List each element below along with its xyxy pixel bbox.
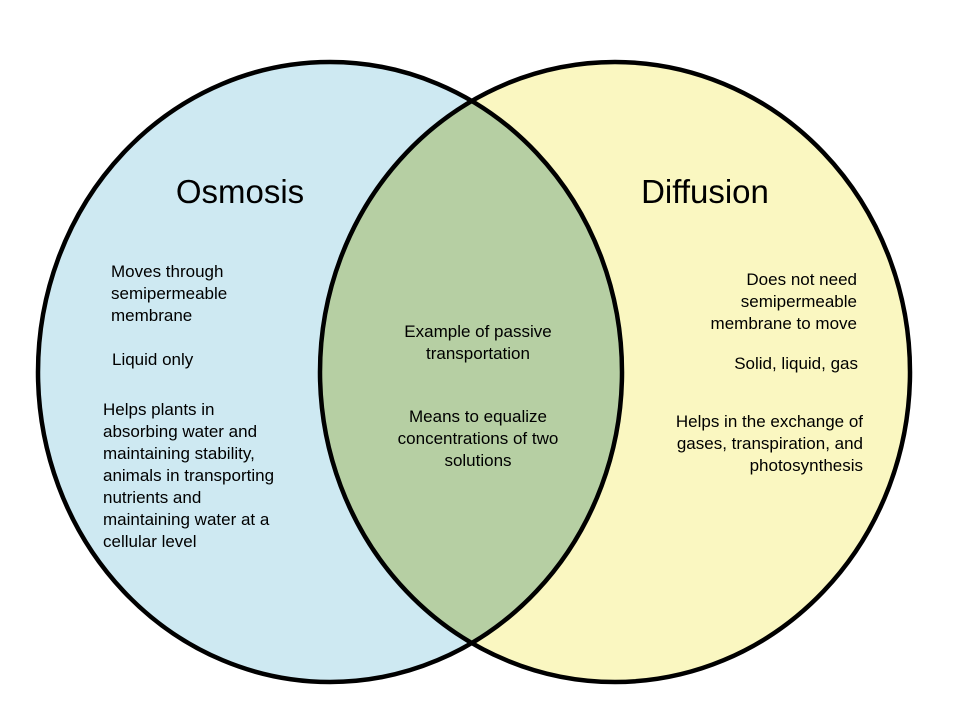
diffusion-item-gas-exchange: Helps in the exchange of gases, transpir… [675, 412, 863, 475]
overlap-region-fill [320, 62, 622, 682]
osmosis-title: Osmosis [175, 173, 305, 210]
overlap-item-passive-transportation: Example of passive transportation [404, 322, 552, 363]
diffusion-circle-outline [317, 59, 913, 685]
osmosis-item-liquid-only: Liquid only [112, 350, 194, 369]
osmosis-item-helps-plants: Helps plants in absorbing water and main… [103, 400, 275, 551]
osmosis-item-semipermeable: Moves through semipermeable membrane [111, 262, 228, 325]
diffusion-item-no-membrane: Does not need semipermeable membrane to … [710, 270, 857, 333]
diffusion-title: Diffusion [641, 173, 769, 210]
overlap-item-equalize-concentrations: Means to equalize concentrations of two … [397, 407, 559, 470]
diffusion-item-solid-liquid-gas: Solid, liquid, gas [734, 354, 858, 373]
osmosis-circle-outline [35, 59, 625, 685]
